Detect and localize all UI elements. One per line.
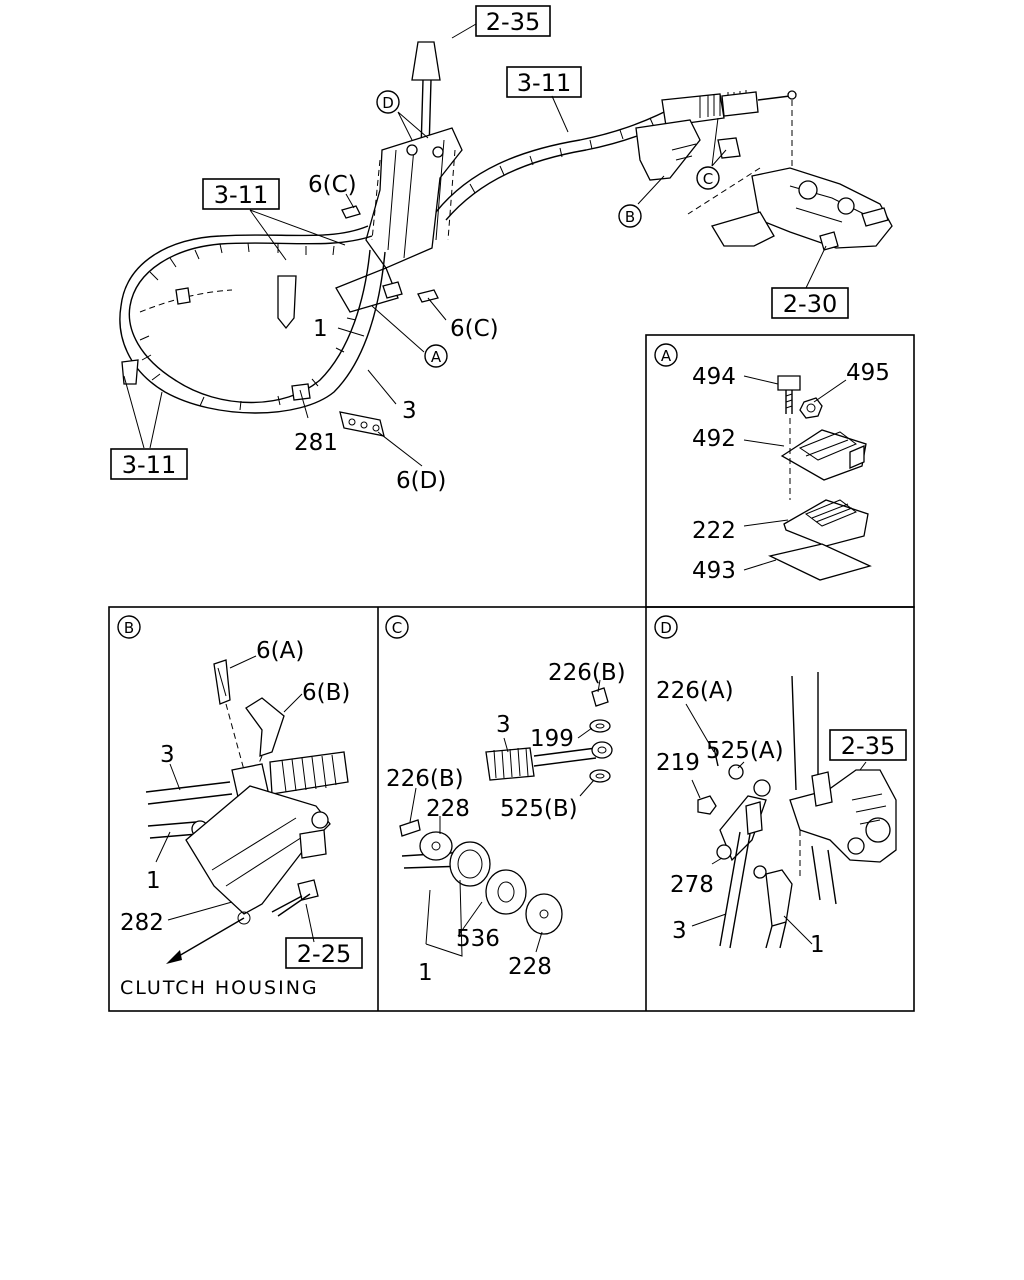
label-495: 495 bbox=[846, 360, 890, 386]
ref-2-35-top: 2-35 bbox=[486, 8, 540, 36]
panel-d-tag: D bbox=[660, 619, 672, 637]
circle-a-main: A bbox=[431, 348, 442, 366]
label-281: 281 bbox=[294, 430, 338, 456]
panel-c-tag: C bbox=[392, 619, 402, 637]
clutch-housing-caption: CLUTCH HOUSING bbox=[120, 977, 319, 999]
panel-a-tag: A bbox=[661, 347, 672, 365]
ref-3-11-left: 3-11 bbox=[214, 181, 268, 209]
label-1-main: 1 bbox=[313, 316, 328, 342]
label-3-b: 3 bbox=[160, 742, 175, 768]
panel-b: B 6(A) 6(B) 3 bbox=[117, 615, 363, 999]
label-6b: 6(B) bbox=[302, 680, 350, 706]
label-494: 494 bbox=[692, 364, 736, 390]
panel-c: C 226( bbox=[385, 615, 626, 986]
label-1-c: 1 bbox=[418, 960, 433, 986]
circle-d-main: D bbox=[382, 94, 394, 112]
main-ref-boxes: 2-35 3-11 3-11 3-11 2-30 bbox=[110, 5, 849, 480]
panel-b-tag: B bbox=[124, 619, 134, 637]
label-525b: 525(B) bbox=[500, 796, 578, 822]
main-labels: D B C A 6(C) 6(C) 1 3 281 6(D) bbox=[294, 90, 720, 494]
label-278: 278 bbox=[670, 872, 714, 898]
panel-d: D 226(A) bbox=[654, 615, 907, 958]
circle-c-main: C bbox=[703, 170, 713, 188]
label-3-c: 3 bbox=[496, 712, 511, 738]
label-3-d: 3 bbox=[672, 918, 687, 944]
label-219: 219 bbox=[656, 750, 700, 776]
label-226a: 226(A) bbox=[656, 678, 734, 704]
label-6c-lower: 6(C) bbox=[450, 316, 499, 342]
label-226b-top: 226(B) bbox=[548, 660, 626, 686]
label-199: 199 bbox=[530, 726, 574, 752]
ref-3-11-bottom: 3-11 bbox=[122, 451, 176, 479]
label-1-b: 1 bbox=[146, 868, 161, 894]
label-6d: 6(D) bbox=[396, 468, 446, 494]
label-226b-left: 226(B) bbox=[386, 766, 464, 792]
label-3-main: 3 bbox=[402, 398, 417, 424]
label-282: 282 bbox=[120, 910, 164, 936]
label-536: 536 bbox=[456, 926, 500, 952]
label-492: 492 bbox=[692, 426, 736, 452]
label-6c-upper: 6(C) bbox=[308, 172, 357, 198]
ref-2-30: 2-30 bbox=[783, 290, 837, 318]
panel-a: A 494 495 492 222 493 bbox=[654, 343, 890, 584]
ref-2-35-d: 2-35 bbox=[841, 732, 895, 760]
label-222: 222 bbox=[692, 518, 736, 544]
main-assembly bbox=[119, 41, 893, 437]
ref-3-11-top: 3-11 bbox=[517, 69, 571, 97]
label-6a: 6(A) bbox=[256, 638, 304, 664]
label-525a: 525(A) bbox=[706, 738, 784, 764]
main-leaders bbox=[123, 23, 827, 467]
label-228-bottom: 228 bbox=[508, 954, 552, 980]
ref-2-25: 2-25 bbox=[297, 940, 351, 968]
detail-frames bbox=[108, 334, 915, 1012]
circle-b-main: B bbox=[625, 208, 635, 226]
label-228-top: 228 bbox=[426, 796, 470, 822]
label-493: 493 bbox=[692, 558, 736, 584]
label-1-d: 1 bbox=[810, 932, 825, 958]
